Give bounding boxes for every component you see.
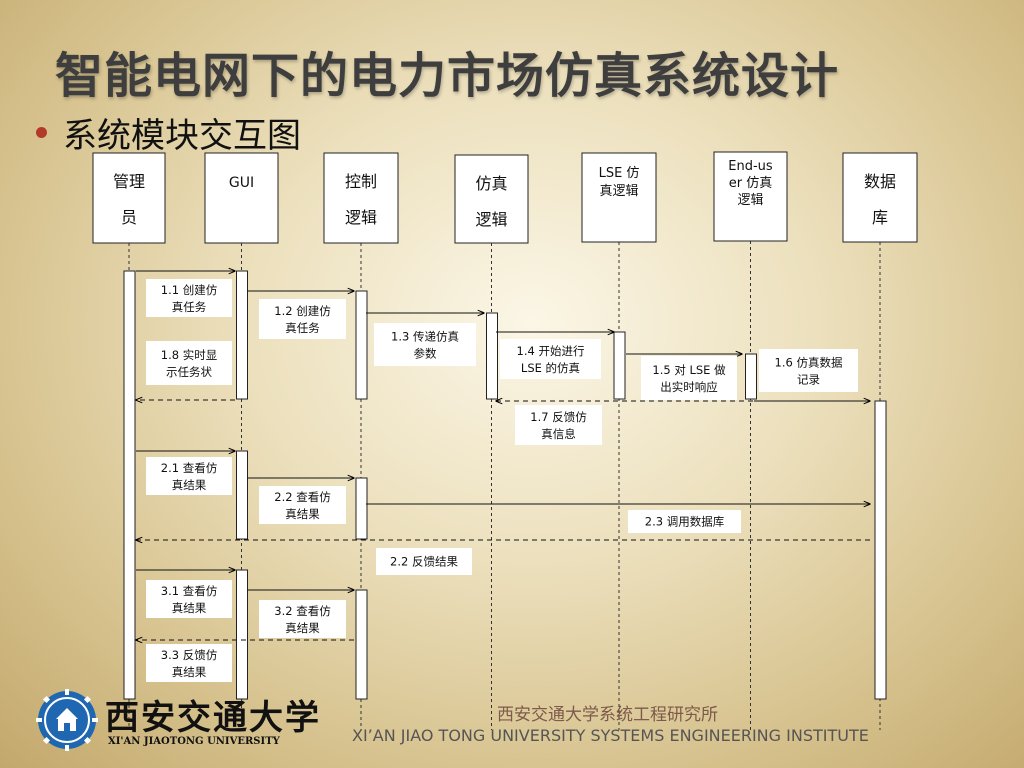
- participant-box-admin: [92, 152, 166, 244]
- subtitle-row: 系统模块交互图: [36, 108, 301, 157]
- message-label: 1.8 实时显: [161, 348, 218, 362]
- message-label-box: [146, 457, 232, 495]
- participant-box-lse: [581, 152, 657, 243]
- participant-label: 员: [121, 208, 137, 227]
- message-label: 2.2 反馈结果: [390, 555, 458, 569]
- message-label-box: [259, 486, 346, 524]
- participant-label: er 仿真: [729, 176, 772, 191]
- message-label-box: [259, 299, 346, 339]
- slide-title: 智能电网下的电力市场仿真系统设计: [55, 48, 840, 104]
- message-label: 3.2 查看仿: [274, 604, 331, 618]
- message-label: 真结果: [172, 665, 207, 679]
- participant-label: 仿真: [475, 174, 507, 193]
- message-label: 1.5 对 LSE 做: [652, 363, 726, 377]
- message-label-box: [759, 349, 858, 392]
- activation-bar-db: [874, 400, 887, 700]
- activation-bar-admin: [123, 270, 136, 700]
- message-label-box: [376, 548, 472, 575]
- message-label: 2.3 调用数据库: [645, 515, 724, 529]
- message-label: 真信息: [541, 427, 576, 441]
- message-label: 真任务: [172, 300, 207, 314]
- message-label-box: [146, 580, 232, 618]
- message-label-box: [146, 341, 232, 385]
- message-label: 3.1 查看仿: [161, 584, 218, 598]
- message-label: 真结果: [172, 601, 207, 615]
- message-label: 示任务状: [166, 365, 212, 379]
- institute-name-cn: 西安交通大学系统工程研究所: [497, 705, 718, 725]
- message-label-box: [515, 405, 602, 445]
- message-label: 2.2 查看仿: [274, 490, 331, 504]
- participant-label: 库: [872, 208, 888, 227]
- message-label: 参数: [414, 347, 437, 361]
- participant-label: 逻辑: [345, 208, 377, 227]
- activation-bar-control: [355, 589, 368, 700]
- university-logo-text: 西安交通大学: [105, 698, 321, 738]
- activation-bar-sim: [486, 312, 498, 400]
- participant-label: 控制: [345, 172, 377, 191]
- message-label-box: [500, 339, 601, 379]
- message-label-box: [259, 600, 346, 638]
- participant-box-sim: [454, 154, 529, 244]
- participant-label: 逻辑: [475, 210, 507, 229]
- message-label: 真结果: [172, 478, 207, 492]
- participant-label: 管理: [113, 172, 145, 191]
- participant-box-db: [842, 152, 918, 243]
- university-logo-english: XI'AN JIAOTONG UNIVERSITY: [108, 736, 280, 747]
- message-label: 1.6 仿真数据: [775, 356, 843, 370]
- message-label: 2.1 查看仿: [161, 461, 218, 475]
- activation-bar-gui: [236, 270, 248, 400]
- participant-box-gui: [204, 152, 279, 244]
- activation-bar-gui: [236, 450, 248, 540]
- participant-label: 数据: [864, 172, 896, 191]
- message-label: 真结果: [285, 507, 320, 521]
- activation-bar-enduser: [745, 353, 757, 400]
- activation-bar-gui: [236, 569, 248, 700]
- message-label: 1.7 反馈仿: [530, 410, 587, 424]
- message-label: 1.3 传递仿真: [391, 330, 459, 344]
- bullet-icon: [36, 127, 47, 138]
- message-label-box: [628, 510, 741, 533]
- activation-bar-control: [355, 290, 368, 400]
- activation-bar-lse: [613, 331, 626, 400]
- message-label-box: [146, 279, 232, 317]
- participant-label: 逻辑: [737, 193, 763, 208]
- message-label: 记录: [797, 373, 820, 387]
- message-label: 1.4 开始进行: [517, 344, 585, 358]
- slide-subtitle: 系统模块交互图: [63, 116, 301, 156]
- message-label: 1.1 创建仿: [161, 283, 218, 297]
- message-label-box: [146, 644, 232, 682]
- message-label-box: [374, 323, 476, 366]
- participant-label: LSE 仿: [599, 166, 640, 181]
- message-label: 真结果: [285, 621, 320, 635]
- message-label: 真任务: [285, 321, 320, 335]
- participant-box-control: [323, 152, 399, 244]
- message-label: 出实时响应: [660, 380, 718, 394]
- message-label: 1.2 创建仿: [274, 304, 331, 318]
- message-label: 3.3 反馈仿: [161, 648, 218, 662]
- participant-box-enduser: [713, 151, 788, 242]
- message-label: LSE 的仿真: [521, 361, 580, 375]
- university-emblem-icon: [36, 689, 98, 751]
- institute-name-en: XI’AN JIAO TONG UNIVERSITY SYSTEMS ENGIN…: [352, 726, 869, 745]
- participant-label: 真逻辑: [599, 184, 638, 199]
- participant-label: GUI: [229, 175, 254, 191]
- activation-bar-control: [355, 477, 368, 540]
- participant-label: End-us: [728, 159, 773, 174]
- message-label-box: [641, 356, 737, 400]
